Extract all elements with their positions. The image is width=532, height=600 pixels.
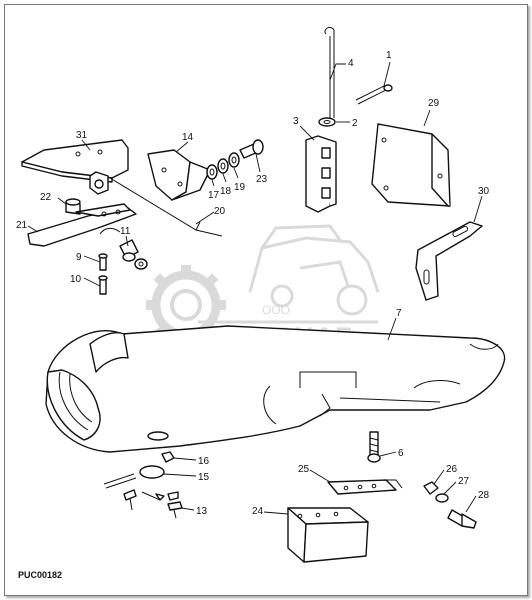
callout-16: 16 bbox=[198, 456, 210, 467]
callout-24: 24 bbox=[252, 506, 264, 517]
callout-25: 25 bbox=[298, 464, 310, 475]
callout-19: 19 bbox=[234, 182, 246, 193]
callout-18: 18 bbox=[220, 186, 232, 197]
part-19-washer bbox=[228, 152, 240, 168]
part-22-rubber-block bbox=[65, 198, 81, 215]
callout-27: 27 bbox=[458, 476, 470, 487]
callout-23: 23 bbox=[256, 174, 268, 185]
callout-11: 11 bbox=[120, 226, 131, 237]
callout-30: 30 bbox=[478, 186, 490, 197]
part-9-bolt bbox=[98, 253, 108, 271]
part-25-plate bbox=[327, 479, 403, 495]
callout-13: 13 bbox=[196, 506, 208, 517]
part-4-hook-rod bbox=[324, 27, 335, 118]
part-24-block bbox=[287, 507, 369, 563]
callout-10: 10 bbox=[70, 274, 82, 285]
part-2-washer bbox=[318, 117, 336, 127]
callout-9: 9 bbox=[76, 252, 82, 263]
callout-22: 22 bbox=[40, 192, 52, 203]
callout-1: 1 bbox=[386, 50, 392, 61]
part-11-pin bbox=[119, 239, 148, 270]
callout-3: 3 bbox=[293, 116, 299, 127]
part-21-lever bbox=[27, 203, 137, 247]
diagram-reference-code: PUC00182 bbox=[18, 570, 62, 580]
callout-29: 29 bbox=[428, 98, 440, 109]
part-7-chute bbox=[45, 325, 506, 453]
part-17-washer bbox=[206, 164, 218, 180]
callout-20: 20 bbox=[214, 206, 226, 217]
part-20-rod bbox=[109, 177, 223, 237]
part-30-slotted-bracket bbox=[415, 221, 483, 301]
part-10-bolt bbox=[98, 275, 108, 295]
callout-15: 15 bbox=[198, 472, 210, 483]
part-18-washer bbox=[217, 158, 229, 174]
watermark-company-form: ООО bbox=[262, 303, 290, 317]
part-13-screws bbox=[123, 489, 183, 519]
callout-26: 26 bbox=[446, 464, 458, 475]
leader-lines bbox=[27, 61, 483, 515]
part-15-cover-plate bbox=[103, 465, 165, 489]
part-6-bolt bbox=[367, 431, 381, 463]
callout-17: 17 bbox=[208, 190, 220, 201]
part-23-bolt bbox=[239, 139, 264, 159]
callout-21: 21 bbox=[16, 220, 28, 231]
callout-28: 28 bbox=[478, 490, 490, 501]
part-16-nut bbox=[161, 451, 175, 463]
callout-7: 7 bbox=[396, 308, 402, 319]
part-1-cotter-pin bbox=[355, 84, 393, 105]
callout-4: 4 bbox=[348, 58, 354, 69]
part-26-nut bbox=[423, 481, 439, 495]
callout-2: 2 bbox=[352, 118, 358, 129]
callout-6: 6 bbox=[398, 448, 404, 459]
part-31-mounting-plate bbox=[21, 139, 129, 195]
part-29-angle-bracket bbox=[371, 123, 451, 207]
part-27-washer bbox=[435, 493, 449, 503]
part-14-bracket bbox=[147, 149, 211, 201]
callout-labels: 1 2 3 4 6 7 9 10 11 13 14 15 16 17 18 19… bbox=[16, 50, 490, 517]
watermark-harvester-icon bbox=[248, 224, 380, 316]
callout-31: 31 bbox=[76, 130, 88, 141]
part-3-hinge-bracket bbox=[305, 135, 337, 213]
part-28-bolt bbox=[447, 509, 477, 529]
callout-14: 14 bbox=[182, 132, 194, 143]
